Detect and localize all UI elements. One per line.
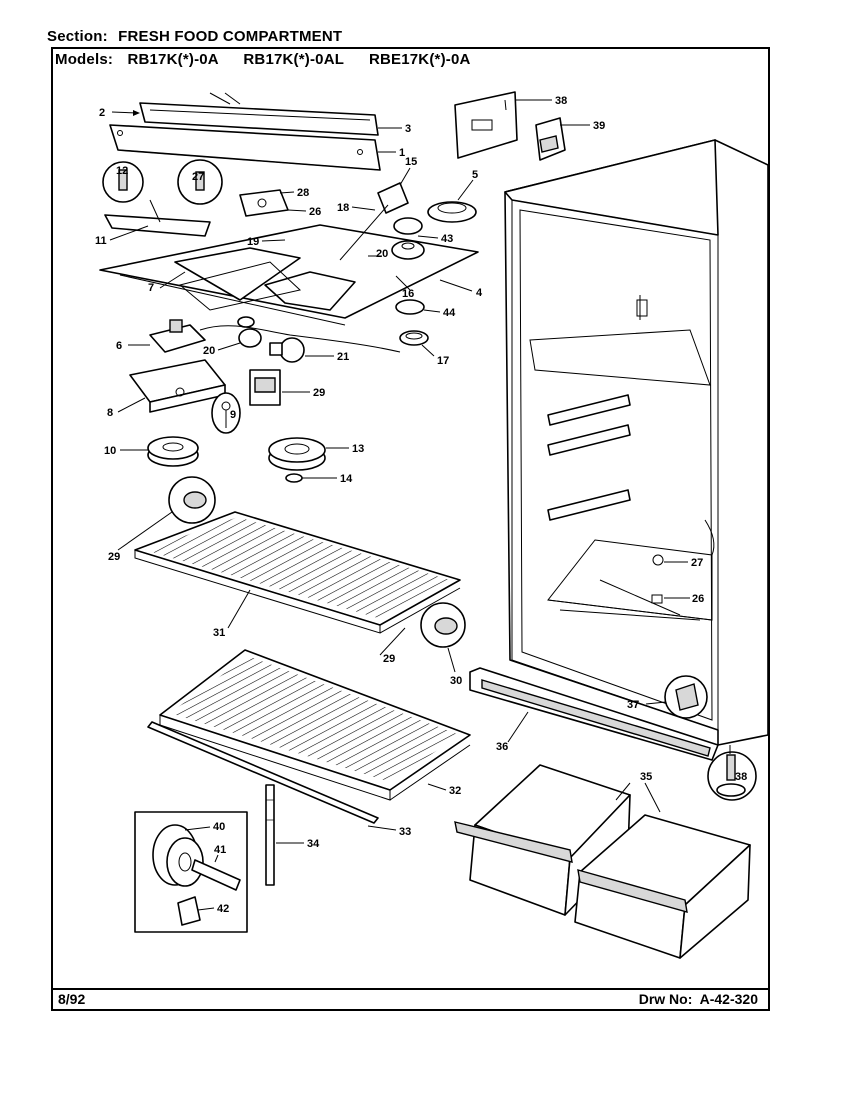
ring-17 xyxy=(399,330,429,346)
light-bulb-21 xyxy=(269,337,305,363)
cover-clip-36 xyxy=(664,675,708,719)
callout-32: 33 xyxy=(399,826,411,838)
callout-22: 26 xyxy=(309,206,321,218)
callout-28: 29 xyxy=(383,653,395,665)
callout-1: 1 xyxy=(399,147,405,159)
callout-37: 38 xyxy=(735,771,747,783)
callout-40: 40 xyxy=(213,821,225,833)
callout-39: 39 xyxy=(593,120,605,132)
callout-16: 16 xyxy=(402,288,414,300)
knob-44 xyxy=(395,299,425,315)
screw-detail-9 xyxy=(211,392,241,434)
callout-13: 13 xyxy=(352,443,364,455)
callout-24: 28 xyxy=(297,187,309,199)
callout-19: 19 xyxy=(247,236,259,248)
footer-rule xyxy=(51,988,770,990)
door-switch-25 xyxy=(249,369,281,406)
callout-5: 5 xyxy=(472,169,478,181)
dial-13 xyxy=(268,437,326,471)
callout-12: 12 xyxy=(116,165,128,177)
callout-25: 29 xyxy=(313,387,325,399)
callout-43: 43 xyxy=(441,233,453,245)
callout-9: 9 xyxy=(230,409,236,421)
callout-numbers: 2 3 1 38 39 15 5 12 27 28 26 18 43 11 19… xyxy=(95,95,747,915)
light-shield-plate xyxy=(99,224,479,326)
callout-4: 4 xyxy=(476,287,483,299)
crisper-drawer-right xyxy=(574,814,751,959)
cabinet-liner xyxy=(504,139,769,746)
models-value: RB17K(*)-0A RB17K(*)-0AL RBE17K(*)-0A xyxy=(127,51,471,68)
section-title: Section: FRESH FOOD COMPARTMENT xyxy=(47,28,342,45)
models-label: Models: xyxy=(55,51,114,68)
callout-26: 26 xyxy=(692,593,704,605)
callout-29-left: 29 xyxy=(108,551,120,563)
callout-8: 8 xyxy=(107,407,113,419)
callout-7: 7 xyxy=(148,282,154,294)
washer-14 xyxy=(285,473,303,483)
callout-17: 17 xyxy=(437,355,449,367)
callout-34: 35 xyxy=(640,771,652,783)
callout-42: 42 xyxy=(217,903,229,915)
callout-10: 10 xyxy=(104,445,116,457)
dial-10 xyxy=(147,436,199,467)
callout-6: 6 xyxy=(116,340,122,352)
control-housing-8 xyxy=(129,359,226,413)
section-value: FRESH FOOD COMPARTMENT xyxy=(118,28,343,45)
bracket-11 xyxy=(104,199,211,237)
thermostat-assembly xyxy=(339,182,425,261)
shelf-clip-29-right xyxy=(420,602,466,648)
callout-30: 31 xyxy=(213,627,225,639)
shelf-rail-32 xyxy=(147,721,379,824)
shelf-clip-29-left xyxy=(168,476,216,524)
section-label: Section: xyxy=(47,28,108,45)
lamp-socket-20 xyxy=(237,316,262,348)
callout-20: 20 xyxy=(203,345,215,357)
callout-21: 21 xyxy=(337,351,349,363)
shelf-30 xyxy=(134,511,461,634)
mount-bracket xyxy=(535,117,566,161)
leveler-37 xyxy=(707,751,757,801)
diagram-frame xyxy=(51,47,770,1011)
control-plate xyxy=(454,91,518,159)
callout-14: 14 xyxy=(340,473,353,485)
callout-36: 37 xyxy=(627,699,639,711)
callout-29-right: 30 xyxy=(450,675,462,687)
callout-2: 2 xyxy=(99,107,105,119)
revision-date: 8/92 xyxy=(58,991,86,1007)
callout-38: 38 xyxy=(555,95,567,107)
callout-leaders xyxy=(109,99,731,911)
callout-11: 11 xyxy=(95,235,107,247)
clip-detail-23 xyxy=(177,159,223,205)
callout-3: 3 xyxy=(405,123,411,135)
capacitor-5 xyxy=(427,201,477,223)
callout-41: 41 xyxy=(214,844,226,856)
callout-31: 32 xyxy=(449,785,461,797)
callout-23: 27 xyxy=(192,171,204,183)
drawing-number: Drw No: A-42-320 xyxy=(638,991,758,1007)
light-housing-bar xyxy=(109,92,381,171)
roller-inset xyxy=(134,811,248,933)
shelf-31 xyxy=(159,649,471,801)
callout-35: 36 xyxy=(496,741,508,753)
models-line: Models: RB17K(*)-0A RB17K(*)-0AL RBE17K(… xyxy=(55,51,471,68)
callout-33: 34 xyxy=(307,838,320,850)
callout-18: 18 xyxy=(337,202,349,214)
callout-27: 27 xyxy=(691,557,703,569)
callout-15: 15 xyxy=(405,156,417,168)
callout-20-upper: 20 xyxy=(376,248,388,260)
callout-44: 44 xyxy=(443,307,456,319)
crisper-cover-35 xyxy=(469,667,719,761)
shelf-rod-33 xyxy=(265,784,275,886)
control-switch-6 xyxy=(149,319,401,353)
crisper-drawer-left xyxy=(454,764,631,916)
clip-detail-12 xyxy=(102,161,144,203)
bulb-socket-24 xyxy=(239,189,289,217)
